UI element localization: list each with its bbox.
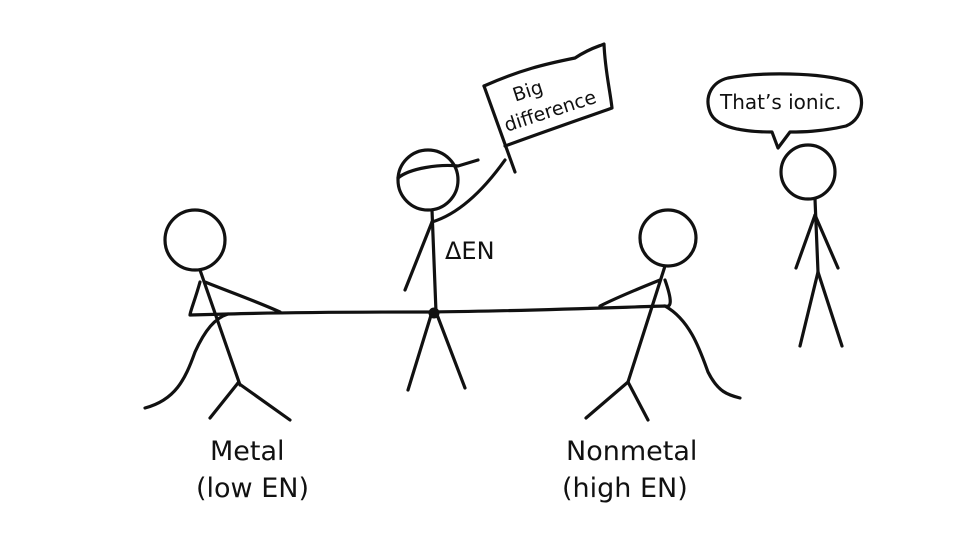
referee-figure-arm-raised <box>430 158 507 224</box>
referee-figure-body <box>430 208 438 314</box>
referee-figure-arm-down <box>403 220 434 292</box>
observer-figure-arm-right <box>813 213 840 270</box>
metal-figure-leg-left <box>208 381 240 420</box>
nonmetal-figure <box>584 208 698 422</box>
flag: Big difference <box>482 42 614 174</box>
metal-figure-body <box>198 268 242 387</box>
rope <box>143 304 742 410</box>
nonmetal-figure-head <box>638 208 698 268</box>
nonmetal-figure-arm-lower <box>663 278 672 308</box>
speech-bubble-text: That’s ionic. <box>719 90 842 114</box>
observer-figure-head <box>779 143 837 201</box>
nonmetal-label-line1: Nonmetal <box>566 436 697 467</box>
referee-cap-icon <box>396 158 480 180</box>
metal-figure-arm-upper <box>203 280 282 314</box>
metal-figure-arm-lower <box>188 280 230 317</box>
referee-figure <box>396 148 507 392</box>
nonmetal-figure-arm-upper <box>598 278 662 308</box>
metal-label-line2: (low EN) <box>196 473 309 504</box>
observer-figure <box>779 143 844 348</box>
nonmetal-label-line2: (high EN) <box>562 473 688 504</box>
observer-figure-body <box>813 197 820 274</box>
flag-pole <box>482 84 517 174</box>
nonmetal-figure-body <box>626 264 667 384</box>
referee-figure-leg-left <box>406 310 434 392</box>
speech-bubble: That’s ionic. <box>706 72 864 150</box>
rope-center-marker <box>428 307 440 319</box>
nonmetal-figure-leg-right <box>626 380 650 422</box>
speech-bubble-outline <box>706 72 864 150</box>
delta-en-label: ΔEN <box>445 237 495 265</box>
metal-figure-head <box>163 208 227 272</box>
referee-figure-head <box>396 148 460 212</box>
nonmetal-figure-leg-left <box>584 380 630 420</box>
flag-cloth <box>482 42 614 148</box>
observer-figure-leg-left <box>798 270 820 348</box>
metal-figure-leg-right <box>236 381 292 422</box>
metal-figure <box>163 208 292 422</box>
referee-figure-leg-right <box>434 310 467 390</box>
metal-label-line1: Metal <box>210 436 285 467</box>
observer-figure-leg-right <box>816 270 844 348</box>
observer-figure-arm-left <box>794 213 817 270</box>
flag-text-line1: Big <box>510 76 546 106</box>
